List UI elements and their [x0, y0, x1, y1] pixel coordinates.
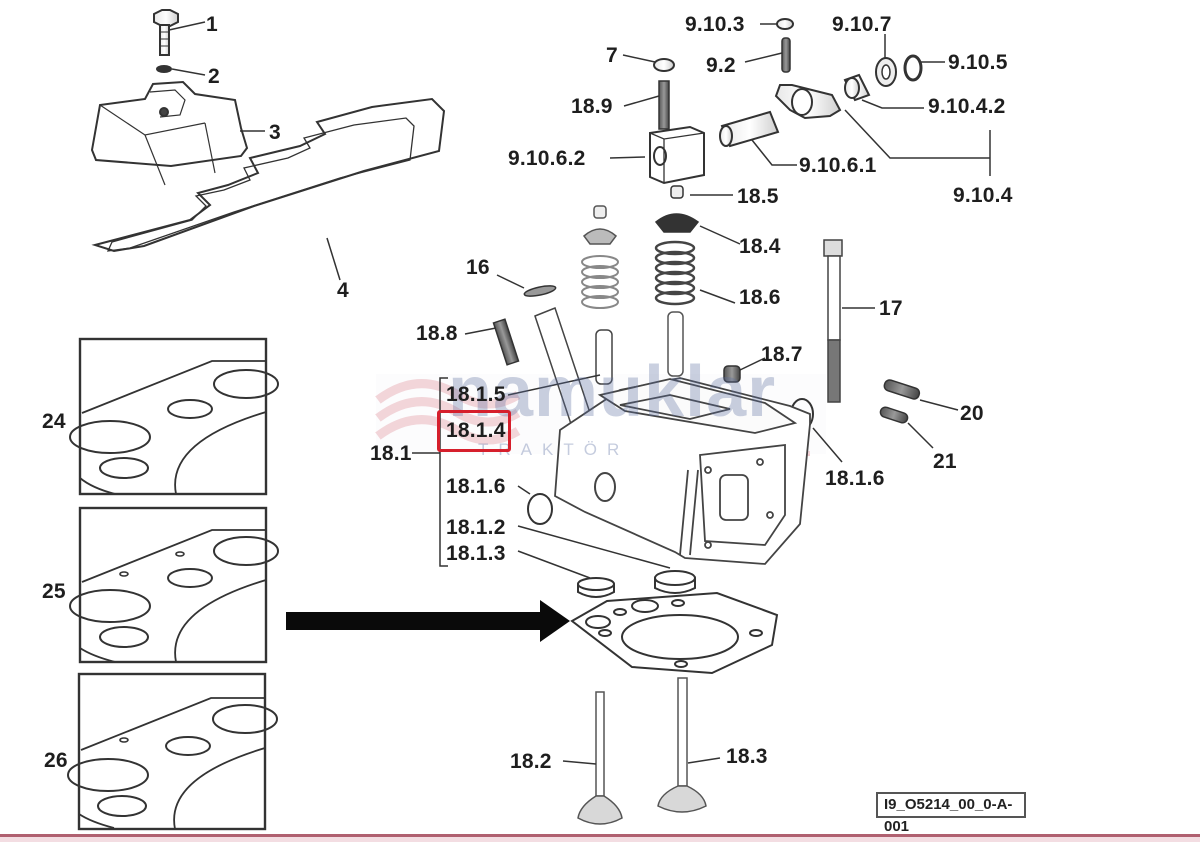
label-18-1-6-left: 18.1.6 [446, 475, 506, 498]
label-7: 7 [606, 44, 618, 67]
cylinder-head-gasket [570, 591, 779, 675]
part-3-valve-cover [90, 80, 249, 186]
part-9-10-6-1-rocker-shaft [719, 110, 780, 148]
label-18-7: 18.7 [761, 343, 803, 366]
reference-code: I9_O5214_00_0-A-001 [876, 792, 1026, 835]
label-9-10-6-2: 9.10.6.2 [508, 147, 586, 170]
part-18-1-6-o-ring-left [527, 493, 553, 525]
part-21-pin [879, 406, 909, 424]
label-18-3: 18.3 [726, 745, 768, 768]
label-18-2: 18.2 [510, 750, 552, 773]
label-18-1: 18.1 [370, 442, 412, 465]
part-18-2-valve [577, 691, 623, 825]
part-18-7-plug [723, 365, 741, 383]
label-18-1-5: 18.1.5 [446, 383, 506, 406]
label-9-10-3: 9.10.3 [685, 13, 745, 36]
highlight-box [437, 410, 511, 452]
part-18-3-valve [657, 677, 707, 813]
label-18-8: 18.8 [416, 322, 458, 345]
part-9-2-adjusting-screw [781, 37, 791, 73]
part-9-10-5-snap-ring [903, 54, 923, 82]
label-9-2: 9.2 [706, 54, 736, 77]
gasket-variant-insets [67, 337, 279, 831]
label-18-9: 18.9 [571, 95, 613, 118]
part-16-seal [523, 285, 557, 297]
part-18-1-cylinder-head [554, 377, 811, 565]
part-rocker-arm [774, 84, 842, 120]
label-1: 1 [206, 13, 218, 36]
part-9-10-3-nut [776, 18, 794, 30]
label-18-1-4: 18.1.4 [446, 419, 506, 442]
label-18-4: 18.4 [739, 235, 781, 258]
part-17-head-bolt [823, 239, 843, 403]
label-21: 21 [933, 450, 957, 473]
label-18-1-2: 18.1.2 [446, 516, 506, 539]
label-16: 16 [466, 256, 490, 279]
label-24: 24 [42, 410, 66, 433]
part-9-10-6-2-rocker-support [649, 125, 705, 185]
label-9-10-6-1: 9.10.6.1 [799, 154, 877, 177]
label-9-10-4-2: 9.10.4.2 [928, 95, 1006, 118]
bottom-border-tint [0, 837, 1200, 842]
watermark-subtext: TRAKTÖR [478, 440, 630, 459]
label-18-6: 18.6 [739, 286, 781, 309]
label-9-10-7: 9.10.7 [832, 13, 892, 36]
part-1-bolt [153, 9, 179, 56]
valve-spring-stack-right [654, 185, 700, 377]
label-25: 25 [42, 580, 66, 603]
part-4-rocker-cover-gasket [91, 97, 446, 253]
part-2-washer [156, 65, 172, 73]
label-18-1-6-right: 18.1.6 [825, 467, 885, 490]
part-7-nut [653, 58, 675, 72]
part-9-10-4-2-bushing [843, 73, 871, 102]
part-18-9-stud [658, 80, 670, 130]
label-18-5: 18.5 [737, 185, 779, 208]
callout-arrow [286, 600, 570, 642]
label-4: 4 [337, 279, 349, 302]
assembly-9-10-4-bracket [844, 109, 991, 176]
valve-spring-stack-left [581, 205, 619, 385]
valve-seat-rings [577, 570, 696, 598]
part-20-pin [883, 379, 921, 400]
label-9-10-5: 9.10.5 [948, 51, 1008, 74]
bottom-border [0, 834, 1200, 837]
label-9-10-4: 9.10.4 [953, 184, 1013, 207]
label-2: 2 [208, 65, 220, 88]
label-26: 26 [44, 749, 68, 772]
label-3: 3 [269, 121, 281, 144]
part-18-8-dowel [492, 318, 520, 366]
assembly-18-1-bracket [412, 374, 671, 579]
label-20: 20 [960, 402, 984, 425]
label-18-1-3: 18.1.3 [446, 542, 506, 565]
watermark-text: namuklar [448, 352, 777, 432]
label-17: 17 [879, 297, 903, 320]
